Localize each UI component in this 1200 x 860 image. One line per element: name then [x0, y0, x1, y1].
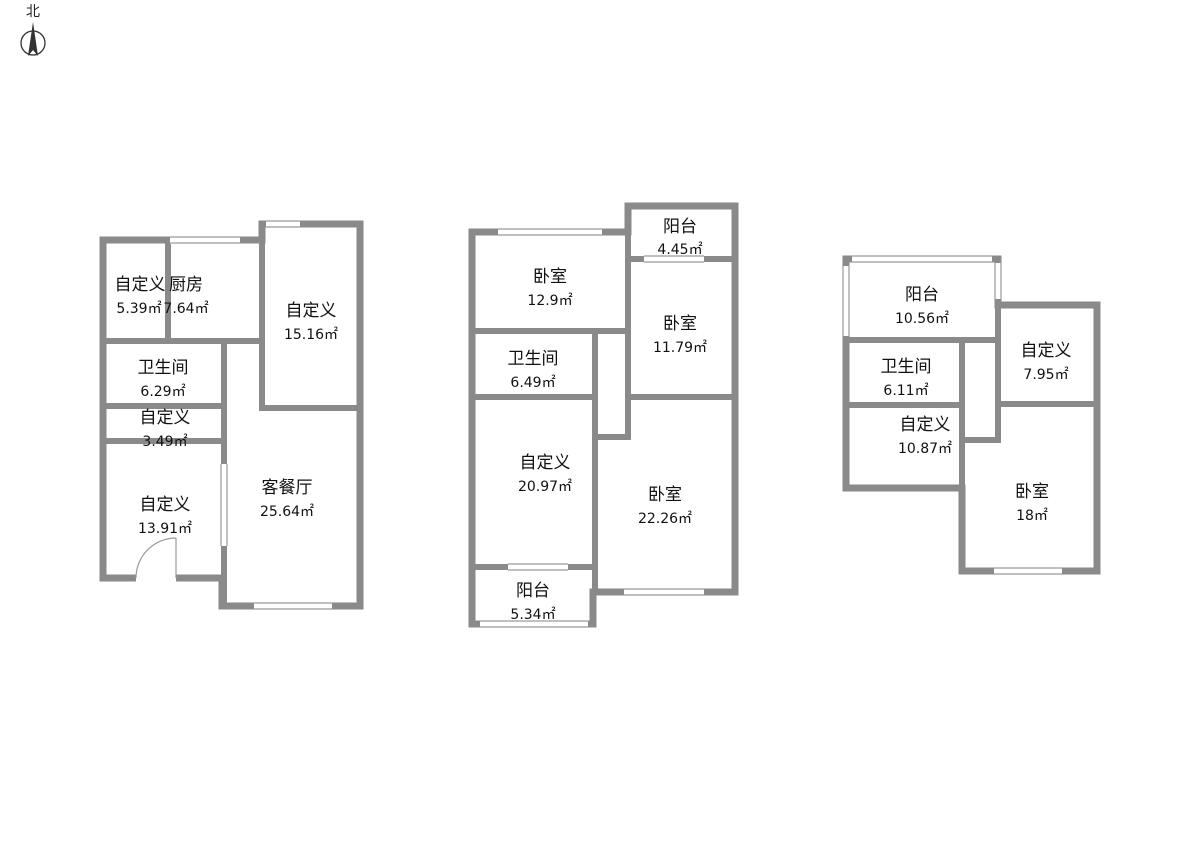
- floor-3-plan: 阳台 10.56㎡ 卫生间 6.11㎡ 自定义 7.95㎡ 自定义 10.87㎡…: [842, 255, 1101, 575]
- floor-2-plan: 阳台 4.45㎡ 卧室 12.9㎡ 卧室 11.79㎡ 卫生间 6.49㎡ 自定…: [468, 202, 739, 628]
- room-custom-c: 自定义 3.49㎡: [140, 408, 191, 450]
- floor-3-windows: [842, 255, 1062, 575]
- room-name: 自定义: [286, 301, 337, 321]
- room-area: 3.49㎡: [142, 434, 187, 450]
- room-bedroom: 卧室 18㎡: [1015, 482, 1049, 524]
- floor-1-plan: 自定义 5.39㎡ 厨房 7.64㎡ 自定义 15.16㎡ 卫生间 6.29㎡ …: [99, 220, 364, 610]
- room-name: 卧室: [1015, 482, 1049, 502]
- room-custom-a: 自定义 5.39㎡: [115, 275, 166, 317]
- room-name: 自定义: [900, 415, 951, 435]
- room-bedroom-nw: 卧室 12.9㎡: [527, 267, 572, 309]
- room-area: 18㎡: [1016, 508, 1048, 524]
- room-area: 25.64㎡: [260, 504, 314, 520]
- room-area: 13.91㎡: [138, 521, 192, 537]
- room-area: 5.39㎡: [116, 301, 161, 317]
- room-custom-w: 自定义 10.87㎡: [898, 415, 952, 457]
- room-bedroom-ne: 卧室 11.79㎡: [653, 314, 707, 356]
- floor-3-interior-wall: [843, 302, 1100, 574]
- floor-2-windows: [480, 228, 704, 628]
- room-bathroom: 卫生间 6.29㎡: [138, 358, 189, 400]
- room-living-dining: 客餐厅 25.64㎡: [260, 478, 314, 520]
- room-balcony: 阳台 10.56㎡: [895, 285, 949, 327]
- room-area: 11.79㎡: [653, 340, 707, 356]
- room-name: 卧室: [533, 267, 567, 287]
- room-name: 阳台: [905, 285, 939, 305]
- room-area: 20.97㎡: [518, 479, 572, 495]
- room-area: 7.64㎡: [163, 301, 208, 317]
- room-area: 22.26㎡: [638, 511, 692, 527]
- room-custom: 自定义 20.97㎡: [518, 453, 572, 495]
- room-balcony-n: 阳台 4.45㎡: [657, 217, 702, 258]
- room-name: 阳台: [663, 217, 697, 237]
- floor-1-windows: [170, 220, 332, 610]
- room-name: 客餐厅: [262, 478, 313, 498]
- room-name: 自定义: [520, 453, 571, 473]
- room-area: 10.87㎡: [898, 441, 952, 457]
- room-area: 6.11㎡: [883, 383, 928, 399]
- floor-2-interior-wall: [469, 203, 738, 595]
- room-name: 自定义: [1021, 341, 1072, 361]
- room-bathroom: 卫生间 6.49㎡: [508, 349, 559, 391]
- room-area: 5.34㎡: [510, 607, 555, 623]
- north-arrow-icon: [28, 22, 38, 56]
- room-bathroom: 卫生间 6.11㎡: [881, 357, 932, 399]
- room-custom-b: 自定义 15.16㎡: [284, 301, 338, 343]
- room-name: 卫生间: [508, 349, 559, 369]
- room-area: 12.9㎡: [527, 293, 572, 309]
- room-custom-ne: 自定义 7.95㎡: [1021, 341, 1072, 383]
- room-name: 卫生间: [138, 358, 189, 378]
- entry-door-icon: [135, 537, 177, 582]
- room-name: 卧室: [648, 485, 682, 505]
- room-name: 卧室: [663, 314, 697, 334]
- room-kitchen: 厨房 7.64㎡: [163, 275, 208, 317]
- room-area: 4.45㎡: [657, 242, 702, 258]
- room-name: 厨房: [169, 275, 203, 295]
- room-name: 自定义: [115, 275, 166, 295]
- floor-3-outer-wall: [842, 255, 1101, 575]
- north-compass: 北: [20, 4, 46, 56]
- room-area: 6.49㎡: [510, 375, 555, 391]
- room-name: 自定义: [140, 408, 191, 428]
- floor-2-outer-wall: [468, 202, 739, 628]
- room-area: 15.16㎡: [284, 327, 338, 343]
- room-balcony-s: 阳台 5.34㎡: [510, 581, 555, 623]
- compass-label: 北: [26, 4, 40, 20]
- room-name: 自定义: [140, 495, 191, 515]
- room-custom-d: 自定义 13.91㎡: [138, 495, 192, 537]
- room-bedroom-se: 卧室 22.26㎡: [638, 485, 692, 527]
- room-area: 10.56㎡: [895, 311, 949, 327]
- room-name: 阳台: [516, 581, 550, 601]
- room-name: 卫生间: [881, 357, 932, 377]
- room-area: 7.95㎡: [1023, 367, 1068, 383]
- room-area: 6.29㎡: [140, 384, 185, 400]
